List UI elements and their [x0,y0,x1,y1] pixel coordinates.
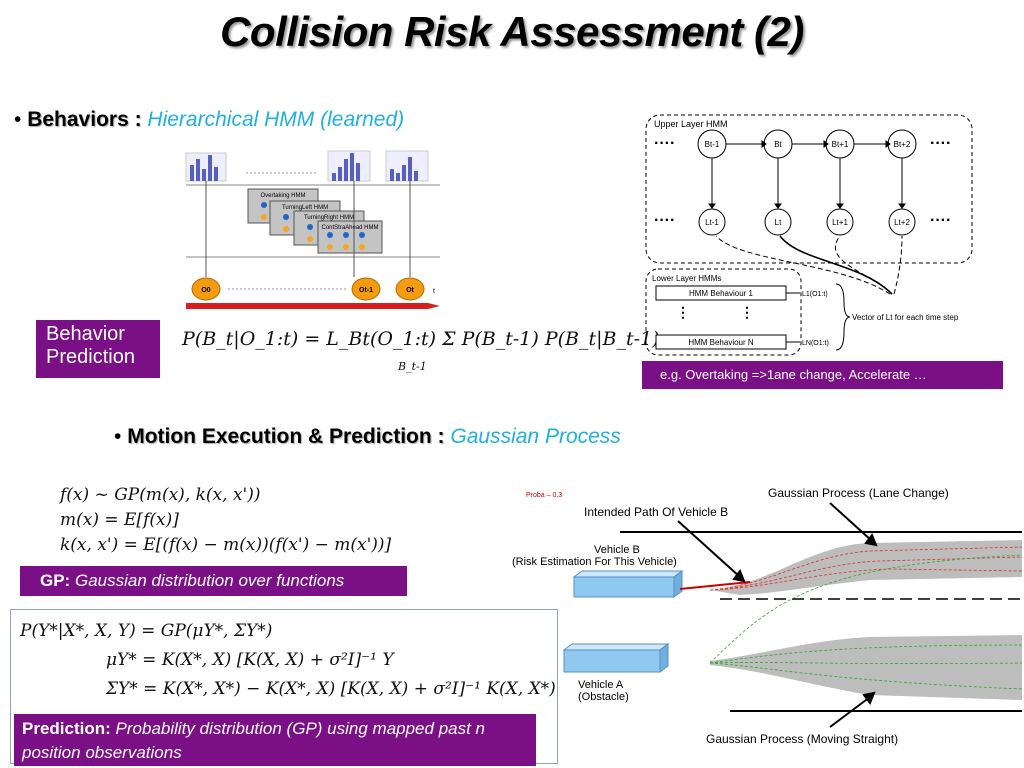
observation-node [351,277,381,301]
gp-trajectory-figure: Proba – 0.3 Gaussian Process (Lane Chang… [512,486,1022,746]
b-nodes: Bt-1 Bt Bt+1 Bt+2 [697,129,917,159]
vehicle-b-box [572,570,684,598]
svg-text:····: ···· [930,135,951,152]
behavior-prediction-equation: P(B_t|O_1:t) = L_Bt(O_1:t) Σ P(B_t-1) P(… [182,328,660,350]
obstacle-label: (Obstacle) [578,691,629,703]
svg-text:Bt: Bt [774,140,782,149]
probability-label: Proba – 0.3 [526,492,562,499]
two-layer-hmm-figure: Upper Layer HMM ···· ···· ···· ···· Bt-1… [645,114,973,356]
observation-label: O0 [201,287,210,294]
gp-equation: k(x, x') = E[(f(x) − m(x))(f(x') − m(x')… [60,535,392,555]
motion-label: Motion Execution & Prediction : [127,425,445,448]
hmm-layer-label: TurningRight HMM [304,215,354,221]
gp-equation: f(x) ~ GP(m(x), k(x, x')) [60,485,261,505]
motion-bullet: • Motion Execution & Prediction : Gaussi… [114,425,621,449]
observation-label: Ot-1 [359,287,373,294]
bullet-mark: • [14,108,22,131]
stacked-hmm-boxes: Overtaking HMM TurningLeft HMM TurningRi… [247,188,383,254]
svg-text:Lt+1: Lt+1 [832,218,848,227]
svg-text:····: ···· [654,135,675,152]
svg-text:LN(O1:t): LN(O1:t) [802,340,829,347]
behavior-prediction-label: Behavior Prediction [36,320,160,378]
lower-layer-label: Lower Layer HMMs [652,274,721,283]
histogram-icon [185,152,227,182]
gp-definition-equations: f(x) ~ GP(m(x), k(x, x')) m(x) = E[f(x)]… [60,483,391,558]
prediction-equation: P(Y*|X*, X, Y) = GP(μY*, ΣY*) [20,621,273,641]
histogram-icon [385,150,429,182]
svg-text:Lt-1: Lt-1 [705,218,719,227]
time-arrow [186,303,440,309]
svg-text:Bt-1: Bt-1 [705,140,720,149]
behavior-example: e.g. Overtaking =>1ane change, Accelerat… [642,361,1003,389]
svg-text:Lt: Lt [775,218,782,227]
lane-change-samples [709,546,1022,591]
page-title: Collision Risk Assessment (2) [220,8,804,55]
moving-straight-band [710,635,1022,700]
observation-node [191,277,221,301]
intended-path-line [679,581,751,590]
behaviors-method: Hierarchical HMM (learned) [147,108,405,131]
observation-node [395,277,425,301]
prediction-description: Prediction: Probability distribution (GP… [14,714,536,766]
lane-change-band [710,540,1022,595]
prediction-equations: P(Y*|X*, X, Y) = GP(μY*, ΣY*) μY* = K(X*… [20,617,556,704]
histogram-icon [327,150,371,182]
hierarchical-hmm-figure: Overtaking HMM TurningLeft HMM TurningRi… [178,145,448,310]
motion-method: Gaussian Process [450,425,621,448]
vehicle-b-label: Vehicle B [594,544,640,556]
svg-text:····: ···· [654,212,675,229]
gp-description: GP: Gaussian distribution over functions [20,566,407,596]
svg-text:HMM Behaviour 1: HMM Behaviour 1 [689,289,754,298]
svg-text:····: ···· [930,212,951,229]
prediction-equation: ΣY* = K(X*, X*) − K(X*, X) [K(X, X) + σ²… [106,679,556,699]
observation-label: Ot [406,287,414,294]
behaviors-label: Behaviors : [27,108,142,131]
l-nodes: Lt-1 Lt Lt+1 Lt+2 [698,208,916,236]
gp-equation: m(x) = E[f(x)] [60,510,179,530]
bullet-mark: • [114,425,122,448]
time-label: t [433,288,435,295]
prediction-equation: μY* = K(X*, X) [K(X, X) + σ²I]⁻¹ Y [106,650,394,670]
moving-straight-label: Gaussian Process (Moving Straight) [706,732,898,746]
svg-text:⋮: ⋮ [676,304,690,320]
moving-straight-samples [709,554,1022,690]
upper-layer-label: Upper Layer HMM [654,119,728,129]
svg-text:HMM Behaviour N: HMM Behaviour N [688,338,754,347]
svg-text:⋮: ⋮ [740,304,754,320]
sum-subscript: B_t-1 [398,360,427,373]
behaviors-bullet: • Behaviors : Hierarchical HMM (learned) [14,108,404,132]
svg-text:L1(O1:t): L1(O1:t) [802,291,828,298]
vector-caption: Vector of Lt for each time step [852,313,959,322]
svg-text:Lt+2: Lt+2 [894,218,910,227]
vehicle-a-label: Vehicle A [578,679,624,691]
lane-change-label: Gaussian Process (Lane Change) [768,486,949,500]
hmm-layer-label: TurningLeft HMM [282,205,328,211]
vehicle-a-box [562,643,670,673]
risk-label: (Risk Estimation For This Vehicle) [512,556,677,568]
hmm-layer-label: Overtaking HMM [260,193,305,199]
intended-path-label: Intended Path Of Vehicle B [584,505,728,519]
svg-text:Bt+1: Bt+1 [832,140,849,149]
svg-text:Bt+2: Bt+2 [894,140,911,149]
hmm-layer-label: ContStraAhead HMM [321,225,378,231]
